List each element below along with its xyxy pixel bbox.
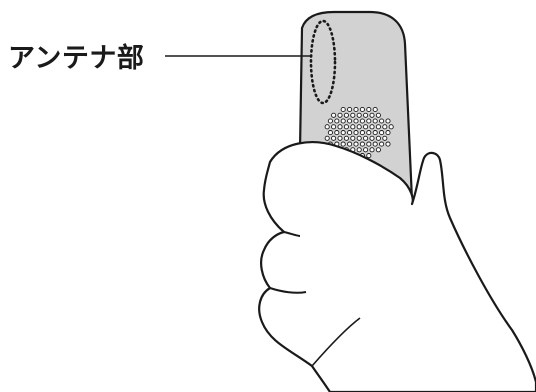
speaker-hole <box>366 141 372 147</box>
speaker-hole <box>369 112 375 118</box>
speaker-hole <box>372 118 378 124</box>
finger-crease-2 <box>269 287 307 294</box>
speaker-hole <box>334 130 340 136</box>
antenna-callout-label: アンテナ部 <box>8 43 145 74</box>
speaker-hole <box>372 130 378 136</box>
speaker-hole <box>385 118 391 124</box>
speaker-hole <box>353 141 359 147</box>
speaker-hole <box>363 124 369 130</box>
speaker-hole <box>324 135 330 141</box>
antenna-region-icon <box>309 19 337 105</box>
speaker-hole <box>359 130 365 136</box>
speaker-hole <box>379 118 385 124</box>
speaker-hole <box>359 106 365 113</box>
speaker-hole <box>356 124 362 130</box>
speaker-hole <box>369 135 375 141</box>
speaker-hole <box>343 124 349 130</box>
speaker-hole <box>359 141 365 147</box>
speaker-hole <box>337 112 343 118</box>
speaker-icon <box>324 106 394 159</box>
speaker-hole <box>324 124 330 130</box>
speaker-hole <box>350 112 356 118</box>
speaker-hole <box>347 118 353 124</box>
speaker-hole <box>340 130 346 136</box>
speaker-hole <box>379 130 385 136</box>
speaker-hole <box>372 141 378 147</box>
speaker-hole <box>327 130 333 136</box>
speaker-hole <box>382 135 388 141</box>
speaker-hole <box>363 112 369 118</box>
speaker-hole <box>353 130 359 136</box>
speaker-hole <box>350 124 356 130</box>
speaker-hole <box>375 135 381 141</box>
speaker-hole <box>385 141 391 147</box>
speaker-hole <box>363 135 369 141</box>
speaker-hole <box>331 124 337 130</box>
thumb-line <box>311 317 361 367</box>
speaker-hole <box>388 124 394 130</box>
speaker-hole <box>366 130 372 136</box>
finger-crease-1 <box>283 231 301 237</box>
speaker-hole <box>331 135 337 141</box>
speaker-hole <box>327 118 333 124</box>
speaker-hole <box>337 124 343 130</box>
speaker-hole <box>366 118 372 124</box>
speaker-hole <box>366 106 372 113</box>
speaker-hole <box>347 141 353 147</box>
speaker-hole <box>372 106 378 113</box>
speaker-hole <box>337 135 343 141</box>
speaker-hole <box>340 118 346 124</box>
speaker-hole <box>375 124 381 130</box>
speaker-hole <box>350 135 356 141</box>
speaker-hole <box>343 112 349 118</box>
hand-outline <box>258 141 536 392</box>
speaker-hole <box>343 135 349 141</box>
speaker-hole <box>356 135 362 141</box>
speaker-hole <box>347 106 353 113</box>
speaker-hole <box>385 130 391 136</box>
speaker-hole <box>356 112 362 118</box>
speaker-hole <box>382 124 388 130</box>
speaker-hole <box>347 130 353 136</box>
speaker-hole <box>353 118 359 124</box>
speaker-hole <box>379 141 385 147</box>
speaker-hole <box>375 147 381 153</box>
speaker-hole <box>363 147 369 153</box>
speaker-hole <box>353 106 359 113</box>
speaker-hole <box>340 141 346 147</box>
speaker-hole <box>366 153 372 159</box>
speaker-hole <box>331 112 337 118</box>
speaker-hole <box>369 124 375 130</box>
speaker-hole <box>340 106 346 113</box>
speaker-hole <box>369 147 375 153</box>
speaker-hole <box>356 147 362 153</box>
speaker-hole <box>334 118 340 124</box>
speaker-hole <box>359 118 365 124</box>
speaker-hole <box>375 112 381 118</box>
